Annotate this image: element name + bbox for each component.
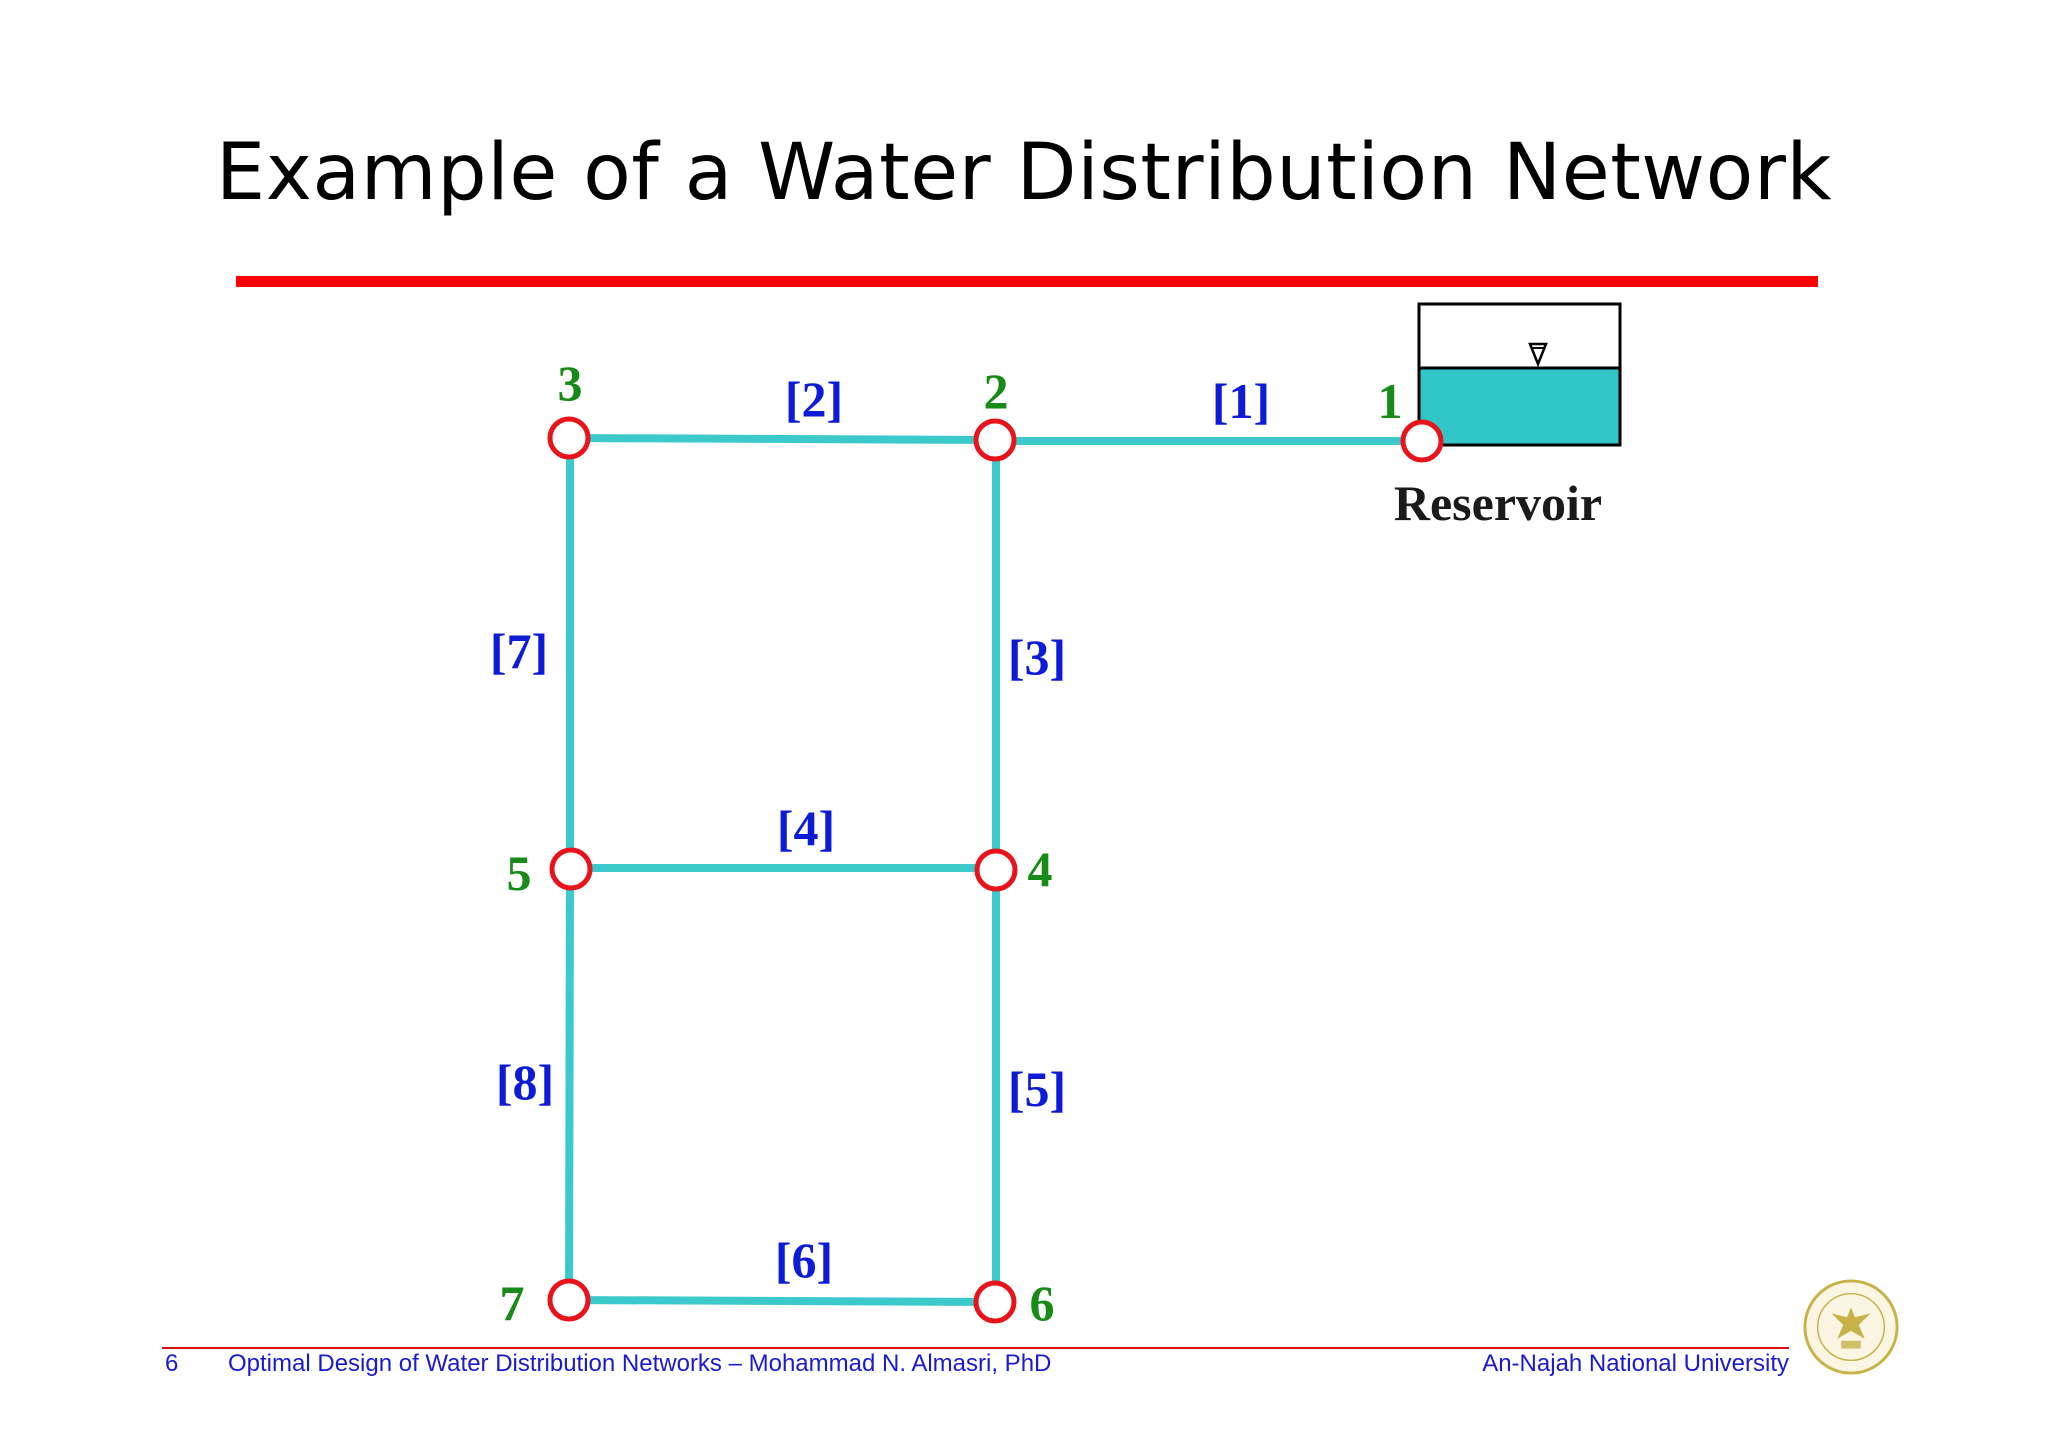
node-2 bbox=[973, 418, 1017, 462]
node-5-label: 5 bbox=[507, 845, 532, 901]
reservoir-water bbox=[1417, 366, 1622, 447]
node-3 bbox=[547, 416, 591, 460]
pipe-3-label: [3] bbox=[1008, 629, 1066, 685]
node-6-label: 6 bbox=[1030, 1275, 1055, 1331]
node-5 bbox=[549, 847, 593, 891]
pipes bbox=[565, 434, 1425, 1306]
footer-university: An-Najah National University bbox=[1482, 1350, 1789, 1377]
node-4-label: 4 bbox=[1028, 841, 1053, 897]
node-1 bbox=[1400, 419, 1444, 463]
pipe-8 bbox=[565, 864, 574, 1304]
footer-rule bbox=[162, 1347, 1789, 1349]
pipe-4-label: [4] bbox=[777, 800, 835, 856]
title-rule bbox=[236, 276, 1818, 287]
reservoir-label: Reservoir bbox=[1394, 475, 1602, 531]
pipe-6 bbox=[565, 1296, 1000, 1306]
slide-title: Example of a Water Distribution Network bbox=[215, 128, 1833, 218]
pipe-5-label: [5] bbox=[1008, 1061, 1066, 1117]
footer-page-number: 6 bbox=[165, 1350, 179, 1377]
logo-inner-ring bbox=[1816, 1292, 1886, 1362]
logo-book-icon bbox=[1841, 1340, 1861, 1349]
node-2-label: 2 bbox=[984, 363, 1009, 419]
node-6 bbox=[973, 1280, 1017, 1324]
reservoir-tank-outline bbox=[1417, 302, 1622, 447]
pipe-2 bbox=[565, 434, 999, 444]
reservoir: Reservoir bbox=[1394, 302, 1622, 531]
node-3-label: 3 bbox=[558, 355, 583, 411]
pipe-2-label: [2] bbox=[785, 371, 843, 427]
logo-eagle-icon bbox=[1831, 1307, 1871, 1339]
footer-course-title: Optimal Design of Water Distribution Net… bbox=[228, 1350, 1052, 1377]
nodes bbox=[547, 416, 1444, 1324]
pipe-labels: [1] [2] [3] [4] [5] [6] [7] [8] bbox=[490, 371, 1270, 1288]
pipe-1-label: [1] bbox=[1212, 373, 1270, 429]
university-logo bbox=[1803, 1279, 1899, 1375]
pipe-8-label: [8] bbox=[496, 1054, 554, 1110]
node-4 bbox=[974, 848, 1018, 892]
node-7 bbox=[547, 1278, 591, 1322]
node-labels: 1 2 3 4 5 6 7 bbox=[500, 355, 1403, 1331]
pipe-6-label: [6] bbox=[775, 1232, 833, 1288]
node-7-label: 7 bbox=[500, 1275, 525, 1331]
node-1-label: 1 bbox=[1378, 373, 1403, 429]
pipe-7-label: [7] bbox=[490, 623, 548, 679]
